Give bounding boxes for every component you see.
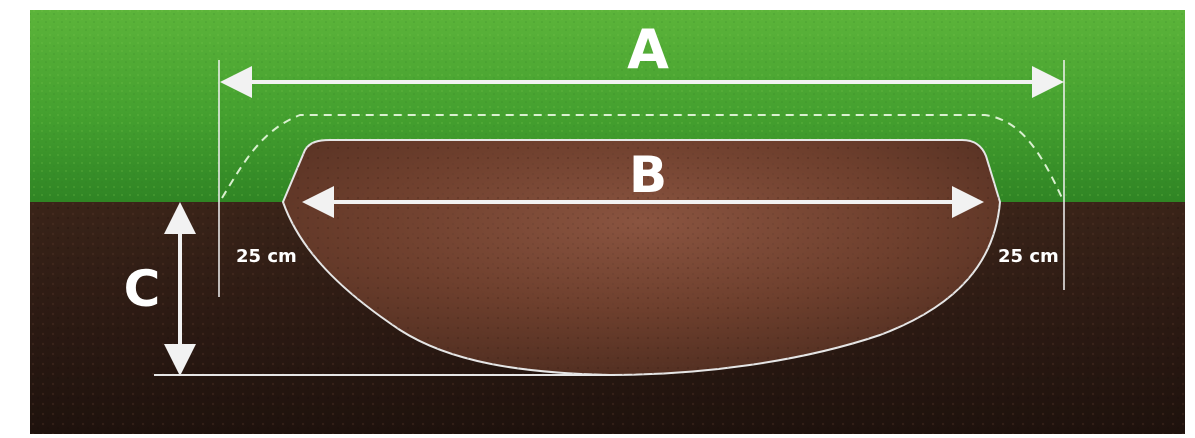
right-margin-label: 25 cm <box>998 246 1059 267</box>
label-a: A <box>627 18 669 81</box>
left-margin-label: 25 cm <box>236 246 297 267</box>
label-c: C <box>124 260 161 318</box>
label-b: B <box>629 146 667 204</box>
